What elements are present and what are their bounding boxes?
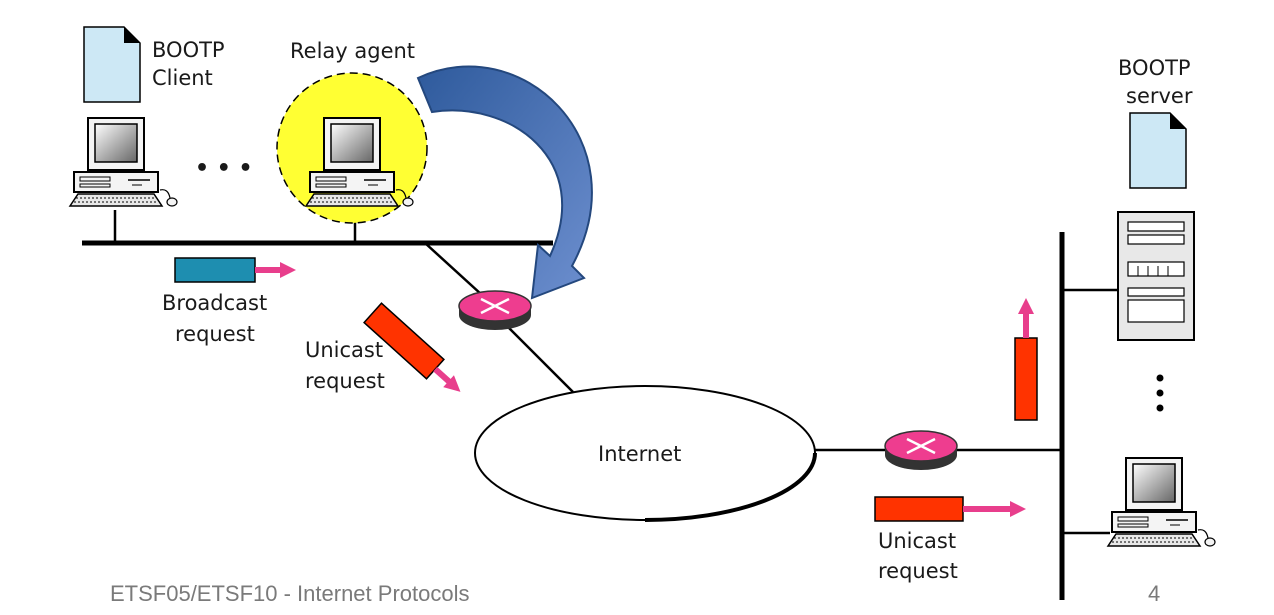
bootp-server-label-line1: BOOTP [1118,56,1191,80]
unicast-packet-right-body [874,496,964,522]
relay-forward-curved-arrow [416,65,593,300]
unicast-packet-vertical-arrowhead [1018,298,1034,314]
unicast-right-label-line1: Unicast [878,529,956,553]
footer-page-number: 4 [1148,581,1160,606]
client-document-icon [83,26,141,103]
unicast-right-label-line2: request [878,559,958,583]
unicast-packet-right-arrowhead [1010,501,1026,517]
left-router-icon [457,289,533,332]
unicast-packet-left [363,302,461,392]
internet-label: Internet [598,442,681,466]
unicast-left-label-line1: Unicast [305,338,383,362]
unicast-packet-vertical-body [1014,337,1038,421]
bootp-server-label-line2: server [1126,84,1193,108]
footer-course-title: ETSF05/ETSF10 - Internet Protocols [110,581,469,606]
server-side-host-computer-icon [1107,457,1216,547]
relay-agent-label: Relay agent [290,39,415,63]
server-document-icon [1129,112,1187,189]
right-router-icon [883,429,959,472]
unicast-packet-left-arrowhead [443,375,461,392]
broadcast-packet-body [174,257,256,283]
unicast-packet-vertical [1014,298,1038,421]
hosts-vertical-ellipsis [1156,374,1164,412]
broadcast-packet [174,257,296,283]
router-internet-link [507,326,574,393]
bootp-client-label-line1: BOOTP [152,38,225,62]
unicast-packet-right [874,496,1026,522]
broadcast-label-line2: request [175,322,255,346]
bootp-client-label-line2: Client [152,66,213,90]
client-computer-icon [69,117,178,207]
hosts-ellipsis: • • • [195,156,253,181]
broadcast-label-line1: Broadcast [162,291,267,315]
server-tower-icon [1117,211,1195,341]
unicast-packet-left-arrow [433,366,453,385]
internet-cloud-shadow [644,452,817,522]
unicast-left-label-line2: request [305,369,385,393]
broadcast-packet-arrowhead [280,262,296,278]
